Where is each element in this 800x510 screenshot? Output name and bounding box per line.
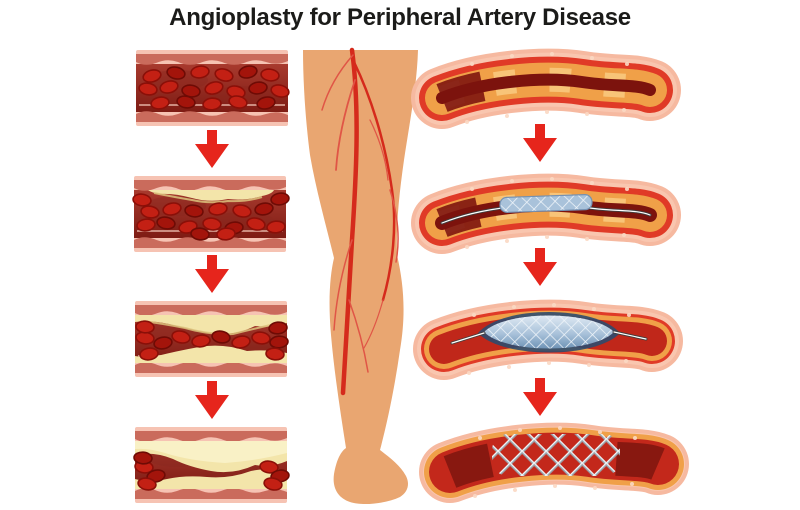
deflated-balloon xyxy=(499,194,593,213)
stent-mesh xyxy=(484,315,614,349)
right-sequence xyxy=(442,52,658,498)
catheter-balloon-inserted-icon xyxy=(442,177,650,249)
leg-arteries xyxy=(321,47,399,396)
down-arrow-icon xyxy=(195,130,229,168)
leg-with-arteries-icon xyxy=(303,47,418,505)
stent-mesh xyxy=(492,434,620,476)
stenosed-artery-icon xyxy=(442,52,650,124)
down-arrow-icon xyxy=(523,124,557,162)
down-arrow-icon xyxy=(195,381,229,419)
inflated-balloon xyxy=(484,315,614,349)
severely-blocked-artery-icon xyxy=(132,427,291,503)
narrowed-artery-icon xyxy=(134,301,290,377)
left-sequence xyxy=(131,50,291,503)
page-title: Angioplasty for Peripheral Artery Diseas… xyxy=(169,4,631,31)
down-arrow-icon xyxy=(195,255,229,293)
down-arrow-icon xyxy=(523,378,557,416)
stent-in-place-icon xyxy=(450,426,658,498)
down-arrow-icon xyxy=(523,248,557,286)
healthy-artery-icon xyxy=(136,50,291,126)
balloon-inflated-stent-icon xyxy=(444,303,652,375)
early-plaque-artery-icon xyxy=(131,176,291,252)
